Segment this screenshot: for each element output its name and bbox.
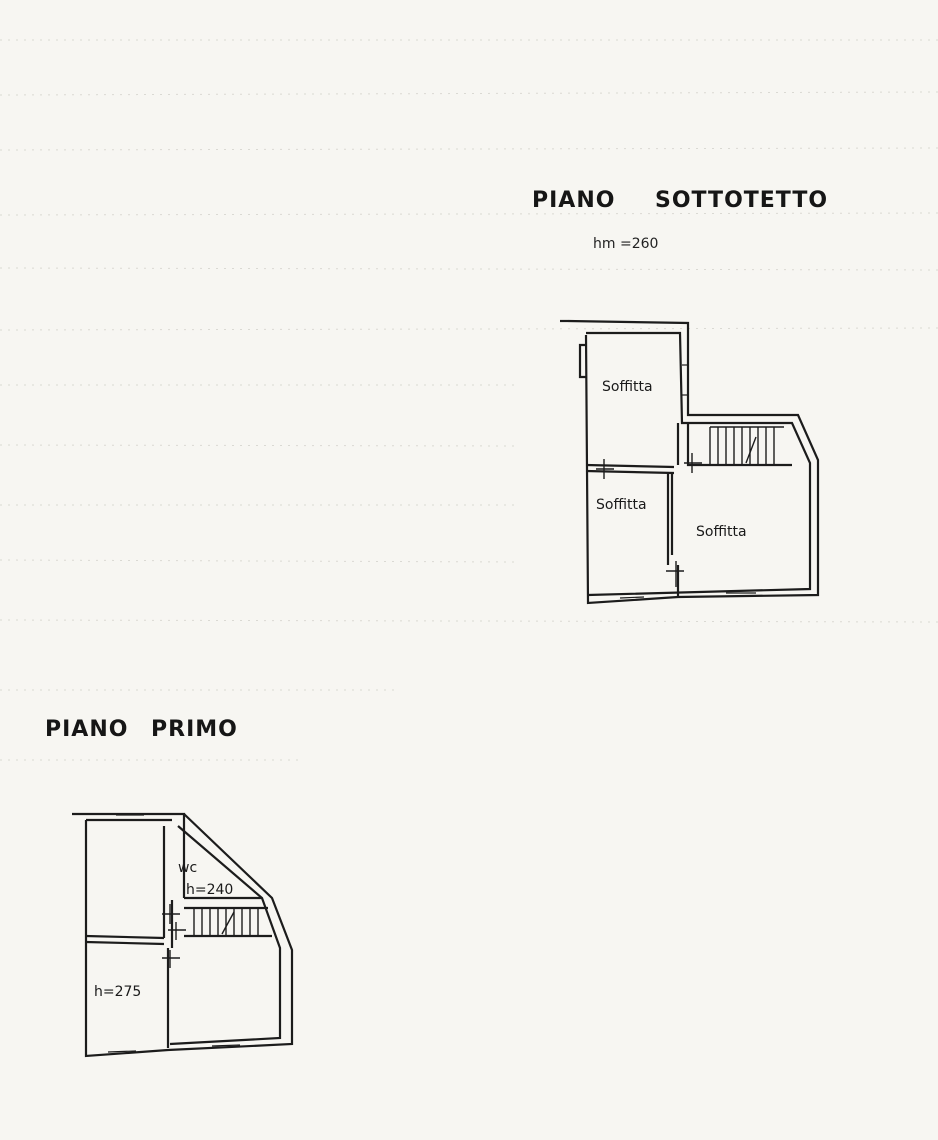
- room-label-soffitta-left: Soffitta: [596, 497, 647, 513]
- upper-floor-title-piano: PIANO: [532, 188, 616, 213]
- first-floor-title-primo: PRIMO: [151, 717, 238, 742]
- first-floor-plan: wc h=240 h=275: [72, 812, 294, 1058]
- upper-floor-height-note: hm =260: [593, 236, 659, 252]
- wc-height-label: h=240: [186, 882, 233, 898]
- room-height-label: h=275: [94, 984, 141, 1000]
- room-label-soffitta-top: Soffitta: [602, 379, 653, 395]
- wc-label: wc: [178, 860, 197, 876]
- upper-floor-plan: Soffitta Soffitta Soffitta: [560, 319, 820, 605]
- upper-floor-title-sottotetto: SOTTOTETTO: [655, 188, 829, 213]
- room-label-soffitta-right: Soffitta: [696, 524, 747, 540]
- first-floor-title-piano: PIANO: [45, 717, 129, 742]
